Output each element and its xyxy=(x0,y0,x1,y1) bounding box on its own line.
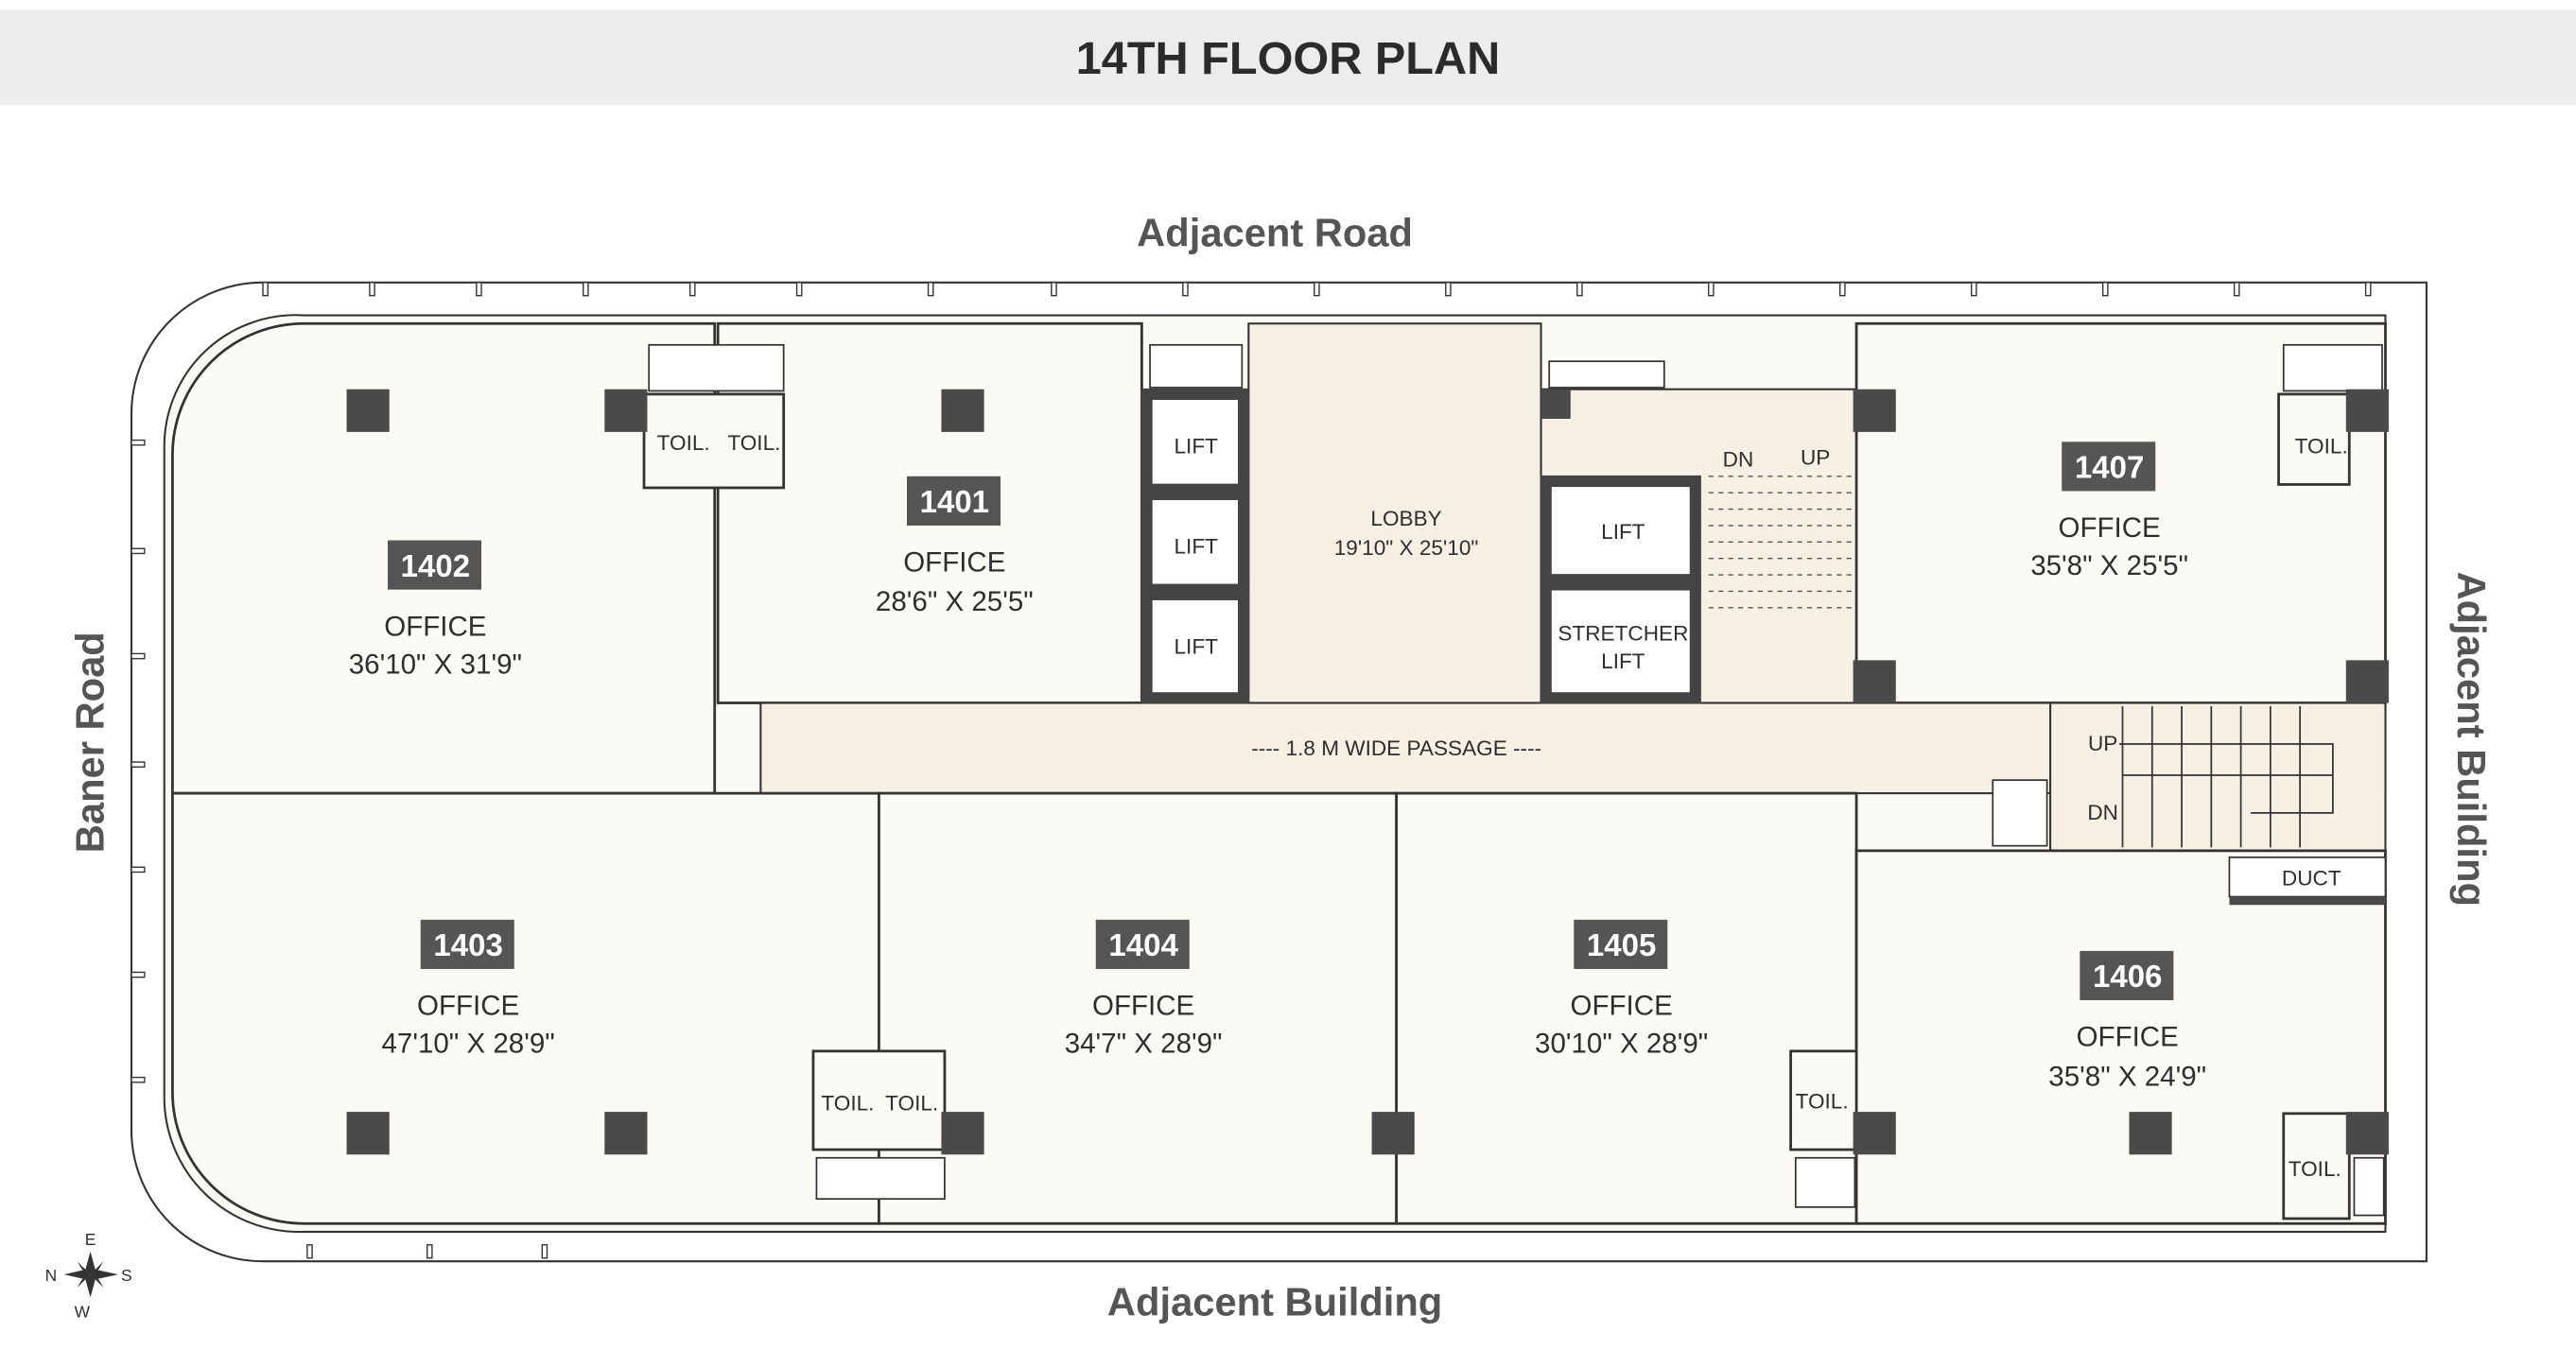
shaft xyxy=(2282,343,2383,392)
stretcher-lift xyxy=(1540,579,1701,704)
svg-text:S: S xyxy=(121,1266,132,1285)
page-title: 14TH FLOOR PLAN xyxy=(1076,33,1500,84)
road-left-label: Baner Road xyxy=(67,632,112,853)
toilet-label: TOIL. xyxy=(885,1091,938,1115)
unit-1405[interactable] xyxy=(1395,791,1858,1225)
road-top-label: Adjacent Road xyxy=(1137,211,1413,255)
toilet-1402 xyxy=(642,392,786,490)
toilet-label: TOIL. xyxy=(1796,1090,1849,1114)
structural-columns xyxy=(346,389,2389,1155)
shaft xyxy=(1548,360,1665,389)
shaft xyxy=(1794,1156,1856,1208)
lift-label: LIFT xyxy=(1175,534,1219,558)
compass-icon xyxy=(63,1251,119,1298)
duct-label: DUCT xyxy=(2282,866,2341,890)
lift-label: LIFT xyxy=(1175,434,1219,458)
svg-text:E: E xyxy=(85,1230,96,1249)
duct-wall xyxy=(2229,896,2386,906)
lift-label: LIFT xyxy=(1175,634,1219,658)
svg-text:1406: 1406 xyxy=(2093,959,2162,994)
stretcher-lift-label: LIFT xyxy=(1601,649,1645,673)
shaft xyxy=(648,343,785,392)
title-bar xyxy=(0,9,2576,106)
lobby-size: 19'10" X 25'10" xyxy=(1334,536,1479,560)
svg-text:1403: 1403 xyxy=(433,927,502,962)
svg-text:35'8" X 24'9": 35'8" X 24'9" xyxy=(2048,1061,2206,1092)
svg-text:OFFICE: OFFICE xyxy=(903,547,1005,579)
duct xyxy=(2228,856,2387,898)
svg-text:1405: 1405 xyxy=(1587,927,1656,962)
svg-text:28'6" X 25'5": 28'6" X 25'5" xyxy=(876,586,1034,617)
unit-label-1406: 1406 OFFICE 35'8" X 24'9" xyxy=(2048,950,2206,1092)
passage-label: ---- 1.8 M WIDE PASSAGE ---- xyxy=(1251,736,1541,760)
svg-text:1401: 1401 xyxy=(920,484,989,519)
toilet-label: TOIL. xyxy=(821,1091,874,1115)
lobby xyxy=(1247,322,1542,704)
unit-label-1402: 1402 OFFICE 36'10" X 31'9" xyxy=(349,540,522,680)
unit-label-1407: 1407 OFFICE 35'8" X 25'5" xyxy=(2030,441,2188,581)
site-boundary xyxy=(130,281,2428,1263)
svg-text:OFFICE: OFFICE xyxy=(2077,1022,2179,1053)
lobby-label: LOBBY xyxy=(1370,507,1441,530)
svg-text:OFFICE: OFFICE xyxy=(417,991,519,1022)
svg-text:34'7" X 28'9": 34'7" X 28'9" xyxy=(1065,1029,1223,1060)
toilet-label: TOIL. xyxy=(2289,1157,2341,1181)
compass-rose: E W N S xyxy=(45,1230,132,1321)
stair-up-label: UP xyxy=(1801,446,1830,470)
fire-stair xyxy=(2049,701,2387,852)
stair-dn-label: DN xyxy=(1723,447,1754,471)
unit-1403[interactable] xyxy=(171,791,880,1225)
toilet-1406 xyxy=(2282,1112,2351,1220)
toilet-1405 xyxy=(1789,1049,1858,1151)
toilet-label: TOIL. xyxy=(727,431,780,455)
svg-text:W: W xyxy=(75,1302,91,1321)
svg-text:OFFICE: OFFICE xyxy=(1092,991,1194,1022)
shaft xyxy=(1149,343,1244,389)
lift-label: LIFT xyxy=(1601,520,1645,544)
unit-label-1403: 1403 OFFICE 47'10" X 28'9" xyxy=(382,919,555,1060)
shaft xyxy=(815,1156,946,1201)
road-bottom-label: Adjacent Building xyxy=(1107,1280,1442,1324)
road-right-label: Adjacent Building xyxy=(2449,572,2494,907)
svg-text:1404: 1404 xyxy=(1108,927,1178,962)
shaft xyxy=(1992,779,2048,847)
stair-treads xyxy=(1708,476,2334,848)
shaft xyxy=(2353,1156,2385,1217)
toilet-1407 xyxy=(2277,392,2351,486)
stair-up-label: UP xyxy=(2088,732,2117,755)
svg-text:1407: 1407 xyxy=(2075,450,2144,485)
toilet-1403-1404 xyxy=(811,1049,947,1151)
facade-mullions xyxy=(131,282,2372,1259)
stair-dn-label: DN xyxy=(2087,801,2118,824)
toilet-label: TOIL. xyxy=(2295,434,2348,458)
svg-text:30'10" X 28'9": 30'10" X 28'9" xyxy=(1535,1029,1708,1060)
unit-label-1401: 1401 OFFICE 28'6" X 25'5" xyxy=(876,476,1034,617)
lift-3 xyxy=(1140,588,1250,704)
svg-text:N: N xyxy=(45,1266,58,1285)
toilet-label: TOIL. xyxy=(657,431,710,455)
svg-text:1402: 1402 xyxy=(401,548,470,583)
unit-label-1404: 1404 OFFICE 34'7" X 28'9" xyxy=(1065,919,1223,1060)
svg-text:OFFICE: OFFICE xyxy=(2058,512,2160,544)
stretcher-lift-label: STRETCHER xyxy=(1558,622,1688,646)
svg-text:OFFICE: OFFICE xyxy=(1571,991,1673,1022)
unit-label-1405: 1405 OFFICE 30'10" X 28'9" xyxy=(1535,919,1708,1060)
svg-text:36'10" X 31'9": 36'10" X 31'9" xyxy=(349,649,522,680)
svg-text:35'8" X 25'5": 35'8" X 25'5" xyxy=(2030,550,2188,581)
svg-text:OFFICE: OFFICE xyxy=(384,611,486,642)
svg-text:47'10" X 28'9": 47'10" X 28'9" xyxy=(382,1029,555,1060)
